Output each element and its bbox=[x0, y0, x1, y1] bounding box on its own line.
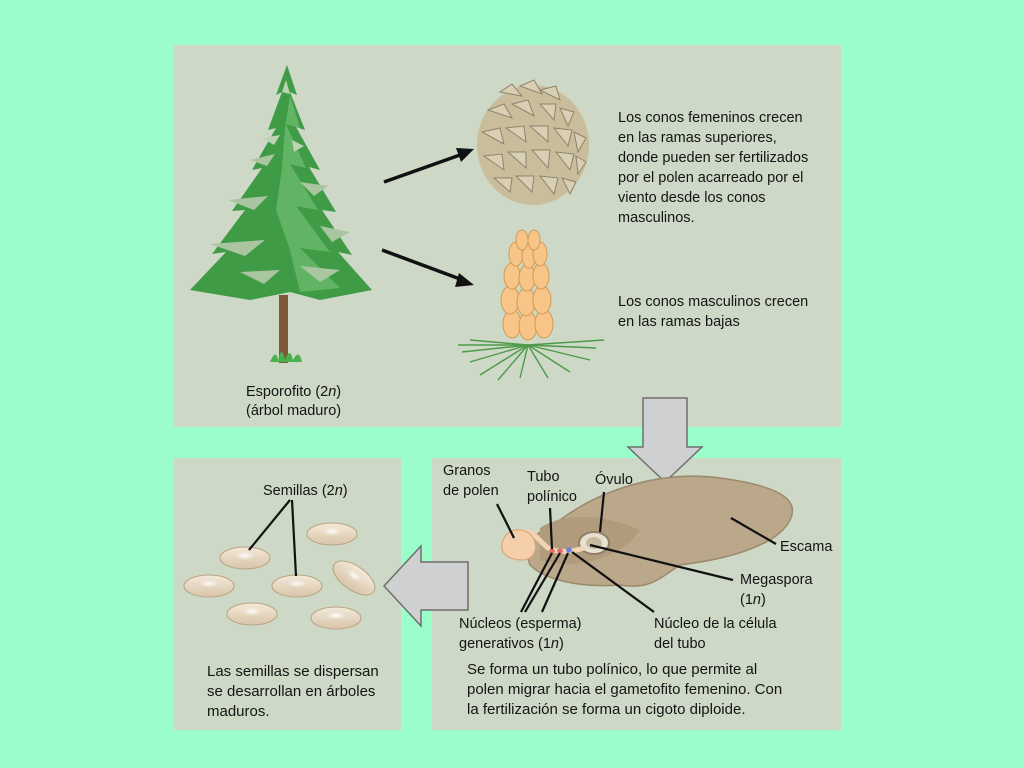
megaspore-label: Megaspora bbox=[740, 572, 813, 588]
ovule-scale-illustration bbox=[501, 475, 794, 587]
pollen-tube-label: Tubo polínico bbox=[527, 469, 577, 505]
female-cones-caption: Los conos femeninos crecen en las ramas … bbox=[618, 110, 809, 226]
seeds-label-text: Semillas (2 bbox=[263, 483, 335, 499]
seeds-caption: Las semillas se dispersan se desarrollan… bbox=[207, 663, 379, 720]
female-cone-illustration bbox=[477, 79, 589, 205]
generative-nuclei-ploidy: generativos (1n) bbox=[459, 634, 564, 654]
seed bbox=[183, 574, 235, 598]
sporophyte-label: Esporofito (2n) bbox=[246, 382, 341, 402]
generative-nuclei-label: Núcleos (esperma) bbox=[459, 616, 582, 632]
ovule-label: Óvulo bbox=[595, 472, 633, 488]
seeds-illustration bbox=[183, 522, 376, 630]
tube-cell-nucleus-label: Núcleo de la célula del tubo bbox=[654, 616, 777, 652]
seeds-leader-lines bbox=[248, 499, 298, 577]
pollination-leader-lines bbox=[496, 491, 777, 613]
seed bbox=[310, 606, 362, 630]
pollen-grains-label: Granos de polen bbox=[443, 463, 499, 499]
sporophyte-label-text: Esporofito (2 bbox=[246, 384, 329, 400]
megaspore-ploidy-close: ) bbox=[760, 592, 766, 608]
pollination-caption: Se forma un tubo polínico, lo que permit… bbox=[467, 661, 783, 718]
seed bbox=[226, 602, 278, 626]
seeds-label-close: ) bbox=[342, 483, 348, 499]
sporophyte-sublabel: (árbol maduro) bbox=[246, 403, 342, 419]
megaspore-ploidy-n: n bbox=[752, 592, 761, 608]
sporophyte-label-close: ) bbox=[336, 384, 342, 400]
seed bbox=[332, 560, 376, 596]
sporophyte-ploidy-n: n bbox=[328, 384, 337, 400]
megaspore-ploidy: (1n) bbox=[740, 590, 766, 610]
seeds-label: Semillas (2n) bbox=[263, 481, 348, 501]
pine-tree-illustration bbox=[190, 65, 372, 363]
seed bbox=[271, 574, 323, 598]
generative-nuclei-line2: generativos (1 bbox=[459, 636, 551, 652]
generative-ploidy-n: n bbox=[550, 636, 559, 652]
male-cone-illustration bbox=[458, 229, 605, 381]
seed bbox=[219, 546, 271, 570]
megaspore-ploidy-open: (1 bbox=[740, 592, 753, 608]
seeds-ploidy-n: n bbox=[334, 483, 343, 499]
left-process-arrow bbox=[382, 544, 469, 628]
male-cones-caption: Los conos masculinos crecen en las ramas… bbox=[618, 294, 809, 330]
scale-label: Escama bbox=[780, 539, 833, 555]
down-process-arrow bbox=[626, 397, 704, 484]
generative-ploidy-close: ) bbox=[558, 636, 564, 652]
seed bbox=[306, 522, 358, 546]
tree-to-cones-arrows bbox=[381, 148, 474, 287]
